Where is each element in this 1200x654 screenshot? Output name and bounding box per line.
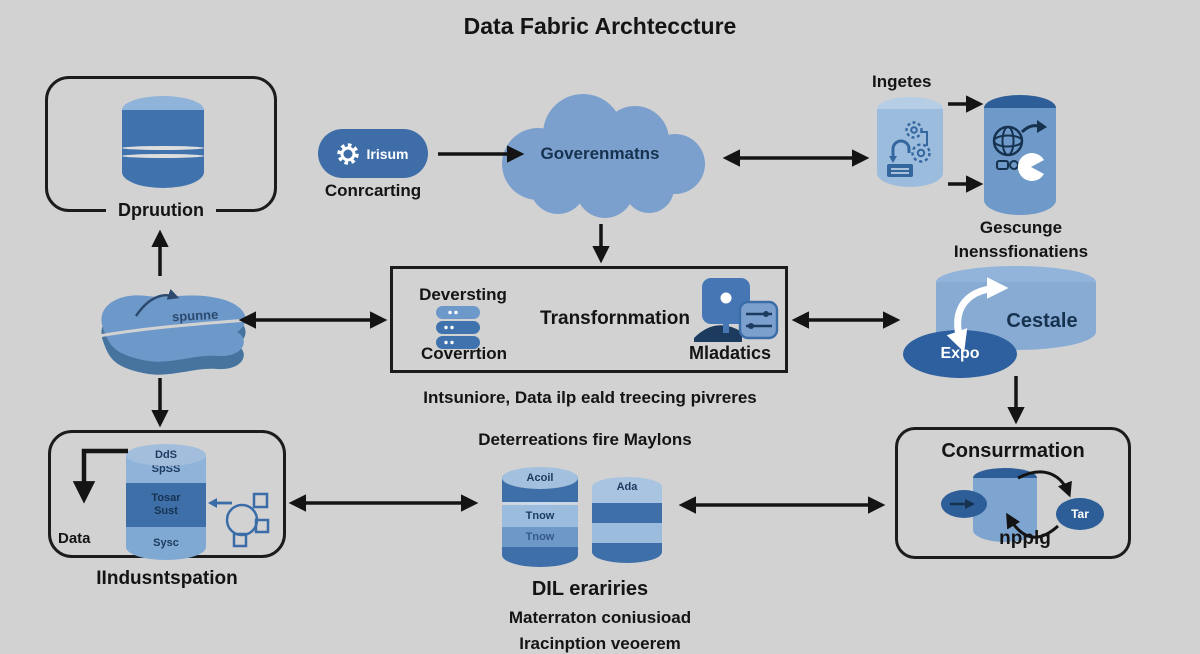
transform-left-top-label: Deversting: [419, 285, 507, 304]
consumption-box: [895, 427, 1131, 559]
library-cylinder-2: Ada: [592, 477, 662, 563]
connector-pill: Irisum: [318, 129, 428, 178]
consumption-title: Consurrmation: [941, 440, 1085, 462]
analytics-icon: [694, 278, 779, 342]
gears-lock-icon: [887, 121, 931, 177]
database-stack-icon: [436, 306, 480, 349]
gear-icon: [337, 142, 360, 165]
ingest-title: Ingetes: [872, 72, 932, 91]
libraries-caption-2: Iracinption veoerem: [519, 634, 681, 653]
target-ellipse: Tar: [1056, 498, 1104, 530]
cloud-icon: [502, 94, 705, 218]
transform-subtitle-1: Intsuniore, Data ilp eald treecing pivre…: [423, 388, 757, 407]
source-box-label: Dpruution: [45, 200, 277, 221]
storage-label: Cestale: [1006, 310, 1078, 332]
libraries-caption-1: Materraton coniusioad: [508, 608, 692, 627]
export-ellipse: Expo: [903, 330, 1017, 378]
connector-pill-label: Irisum: [366, 145, 409, 162]
export-label: Expo: [940, 345, 980, 362]
ingest-caption: Gescunge Inenssfionatiens: [953, 218, 1089, 261]
globe-transfer-icon: [992, 120, 1047, 181]
libraries-label: DIL erariries: [531, 578, 649, 600]
transfer-cylinder-icon: [984, 95, 1056, 215]
distribution-icon: [208, 492, 270, 548]
transform-box: [390, 266, 788, 373]
transform-subtitle-2: Deterreations fire Maylons: [478, 430, 692, 449]
ingestion-label: IIndusntspation: [96, 568, 238, 589]
consumption-caption: npplg: [999, 528, 1051, 549]
source-disc-icon: [941, 490, 987, 518]
target-label: Tar: [1071, 507, 1089, 521]
integration-puzzle-icon: [98, 295, 248, 375]
integration-label: spunne: [171, 306, 219, 325]
page-title: Data Fabric Archteccture: [463, 13, 737, 39]
ingestion-arrow-label: Data: [58, 530, 91, 547]
database-icon: [122, 96, 204, 188]
transform-center-label: Transfornmation: [540, 308, 690, 329]
cloud-label: Goverenmatns: [540, 144, 660, 163]
ingest-cylinder-icon: [877, 97, 943, 187]
library-cylinder-1: Acoil Tnow Tnow: [502, 467, 578, 567]
transform-right-label: Mladatics: [688, 343, 772, 363]
connector-caption: Conrcarting: [324, 181, 422, 200]
layered-database-icon: DdS SpSS Tosar Sust Sysc: [126, 444, 206, 560]
